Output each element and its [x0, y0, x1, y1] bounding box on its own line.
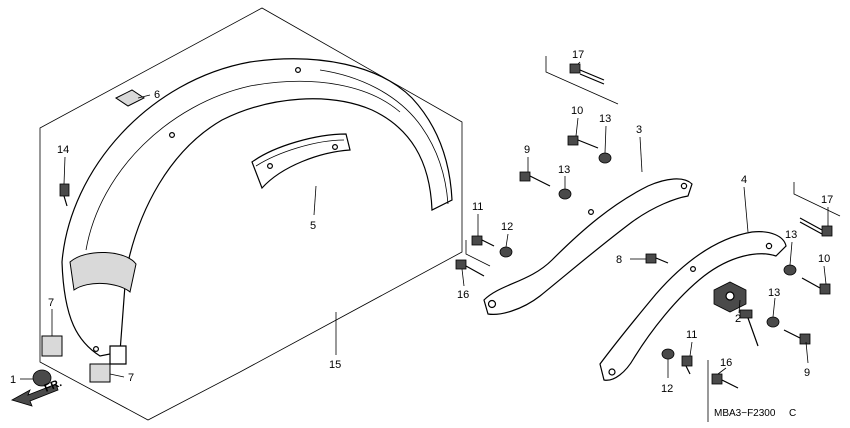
bracket-left-mid	[465, 240, 491, 267]
front-arrow	[10, 383, 59, 407]
washer-part-13-c	[783, 264, 797, 276]
bolt-part-11-right	[471, 235, 495, 247]
callout-3: 3	[636, 124, 642, 136]
callout-15: 15	[329, 359, 341, 371]
bolt-part-8	[645, 253, 669, 264]
callout-13-b: 13	[558, 164, 570, 176]
rear-fender	[61, 58, 453, 365]
lock-part-2	[713, 281, 759, 347]
bolt-part-16-right	[455, 259, 485, 277]
bolt-part-9-top	[519, 171, 551, 187]
bolt-part-10-right	[801, 277, 831, 295]
rail-part-3	[483, 178, 693, 315]
bolt-part-9-right	[783, 329, 811, 345]
bolt-part-16-left	[711, 373, 739, 389]
bracket-top	[545, 56, 619, 105]
callout-8: 8	[616, 254, 622, 266]
callout-16-right: 16	[457, 289, 469, 301]
grommet-part-1	[32, 369, 52, 387]
callout-10-right: 10	[818, 253, 830, 265]
washer-part-13-b	[558, 188, 572, 200]
diagram-code: MBA3−F2300	[714, 408, 776, 419]
bolt-part-11-left	[681, 355, 693, 375]
callout-11-right: 11	[472, 201, 483, 213]
callout-4: 4	[741, 174, 747, 186]
callout-11-left: 11	[686, 329, 697, 341]
bracket-right	[793, 182, 841, 217]
reflector-part-7-upper	[41, 335, 63, 357]
callout-13-a: 13	[599, 113, 611, 125]
callout-12-right: 12	[501, 221, 513, 233]
rail-part-4	[599, 231, 787, 381]
pad-part-6	[115, 89, 145, 107]
callout-7-upper: 7	[48, 297, 54, 309]
callout-9-right: 9	[804, 367, 810, 379]
callout-17-top: 17	[572, 49, 584, 61]
callout-14: 14	[57, 144, 69, 156]
washer-part-12-left	[661, 348, 675, 360]
callout-labels: 1 2 3 4 5 6 7 7 8 9 9 10 10 11 11 12 12 …	[10, 49, 833, 395]
callout-6: 6	[154, 89, 160, 101]
fender-group-outline	[39, 7, 463, 421]
diagram-revision: C	[789, 408, 796, 419]
callout-13-c: 13	[785, 229, 797, 241]
reflector-part-7-lower	[89, 363, 111, 383]
callout-2: 2	[735, 313, 741, 325]
bolt-part-14	[59, 183, 70, 207]
callout-16-left: 16	[720, 357, 732, 369]
callout-1: 1	[10, 374, 16, 386]
callout-17-right: 17	[821, 194, 833, 206]
callout-13-d: 13	[768, 287, 780, 299]
washer-part-13-d	[766, 316, 780, 328]
callout-10-top: 10	[571, 105, 583, 117]
bolt-part-10-top	[567, 135, 599, 149]
leader-lines	[20, 61, 829, 380]
washer-part-12-right	[499, 246, 513, 258]
callout-9-top: 9	[524, 144, 530, 156]
bolt-part-17-right	[799, 217, 833, 237]
callout-5: 5	[310, 220, 316, 232]
callout-7-lower: 7	[128, 372, 134, 384]
callout-12-left: 12	[661, 383, 673, 395]
washer-part-13-a	[598, 152, 612, 164]
bolt-part-17-top	[569, 63, 605, 85]
